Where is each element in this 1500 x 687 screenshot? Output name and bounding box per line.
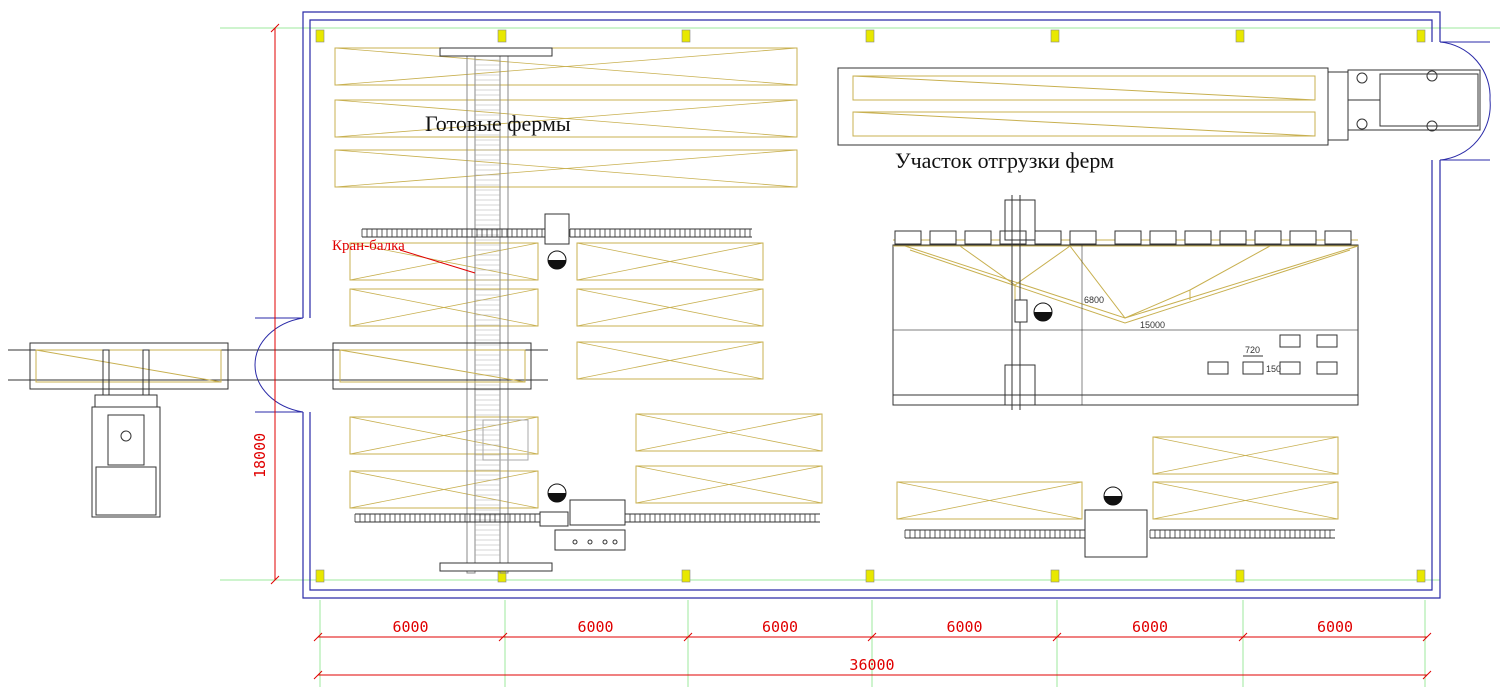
crane-beam-label: Кран-балка xyxy=(332,238,405,254)
dimension-lines xyxy=(270,23,1432,680)
truss-rack xyxy=(334,99,798,138)
roller-conveyor xyxy=(569,228,752,238)
jig-block xyxy=(1034,230,1062,245)
block-gap-dimension: 150 xyxy=(1266,364,1281,374)
jig-block xyxy=(1219,230,1247,245)
finished-trusses-label: Готовые фермы xyxy=(425,111,571,136)
shipping-truck xyxy=(837,67,1481,146)
operator-marker xyxy=(1103,486,1123,506)
truss-assembly-table: 6800 15000 720 150 xyxy=(892,195,1359,410)
bay-dimension: 6000 xyxy=(1317,618,1353,636)
equipment xyxy=(482,213,1148,558)
column-marker xyxy=(315,569,325,583)
column-marker xyxy=(681,569,691,583)
jig-block xyxy=(1184,230,1212,245)
total-width-dimension: 18000 xyxy=(251,433,269,478)
door-right xyxy=(1439,41,1491,161)
truss-rack xyxy=(334,149,798,188)
bay-dimension: 6000 xyxy=(946,618,982,636)
bay-dimension: 6000 xyxy=(762,618,798,636)
jig-block xyxy=(1254,230,1282,245)
column-marker xyxy=(1050,29,1060,43)
total-length-dimension: 36000 xyxy=(849,656,894,674)
crane-beam xyxy=(439,47,553,574)
truss-rack xyxy=(334,47,798,86)
truss-storage-racks xyxy=(334,47,1339,520)
operator-marker xyxy=(547,250,567,270)
truss-rack xyxy=(576,288,764,327)
column-marker xyxy=(1235,569,1245,583)
truss-rack xyxy=(1152,436,1339,475)
column-marker xyxy=(681,29,691,43)
bay-dimension: 6000 xyxy=(392,618,428,636)
truss-rack xyxy=(576,242,764,281)
truss-rack xyxy=(635,465,823,504)
roller-conveyor xyxy=(361,228,545,238)
truss-rack xyxy=(349,470,539,509)
building-walls xyxy=(302,11,1441,599)
column-marker xyxy=(865,569,875,583)
truss-rack xyxy=(896,481,1083,520)
column-marker xyxy=(497,29,507,43)
door-left xyxy=(254,317,304,413)
jig-block xyxy=(999,230,1027,245)
truss-rack xyxy=(349,416,539,455)
column-marker xyxy=(315,29,325,43)
crane-leader-line xyxy=(399,249,476,274)
truss-rack xyxy=(576,341,764,380)
roller-conveyors xyxy=(354,228,1335,539)
truss-rack xyxy=(349,242,539,281)
jig-block xyxy=(894,230,922,245)
roller-conveyor xyxy=(1149,529,1335,539)
truss-rack xyxy=(349,288,539,327)
roller-conveyor xyxy=(624,513,820,523)
column-marker xyxy=(1416,29,1426,43)
truss-span-dimension: 15000 xyxy=(1140,320,1165,330)
shipping-area-label: Участок отгрузки ферм xyxy=(895,148,1114,173)
grid-guides xyxy=(220,27,1500,687)
building-columns xyxy=(315,29,1426,583)
truss-rack xyxy=(1152,481,1339,520)
jig-block xyxy=(1149,230,1177,245)
jig-block xyxy=(1324,230,1352,245)
incoming-truck xyxy=(8,342,548,518)
roller-conveyor xyxy=(354,513,540,523)
column-marker xyxy=(1235,29,1245,43)
operator-marker xyxy=(1033,302,1053,322)
jig-block xyxy=(1114,230,1142,245)
truss-height-dimension: 6800 xyxy=(1084,295,1104,305)
jig-block xyxy=(929,230,957,245)
roller-conveyor xyxy=(904,529,1085,539)
column-marker xyxy=(865,29,875,43)
truss-rack xyxy=(635,413,823,452)
bay-dimension: 6000 xyxy=(1132,618,1168,636)
column-marker xyxy=(497,569,507,583)
jig-block xyxy=(1069,230,1097,245)
column-marker xyxy=(1050,569,1060,583)
jig-block xyxy=(1289,230,1317,245)
column-marker xyxy=(1416,569,1426,583)
jig-block xyxy=(964,230,992,245)
operator-markers xyxy=(547,250,1123,506)
block-size-dimension: 720 xyxy=(1245,345,1260,355)
bay-dimension: 6000 xyxy=(577,618,613,636)
operator-marker xyxy=(547,483,567,503)
